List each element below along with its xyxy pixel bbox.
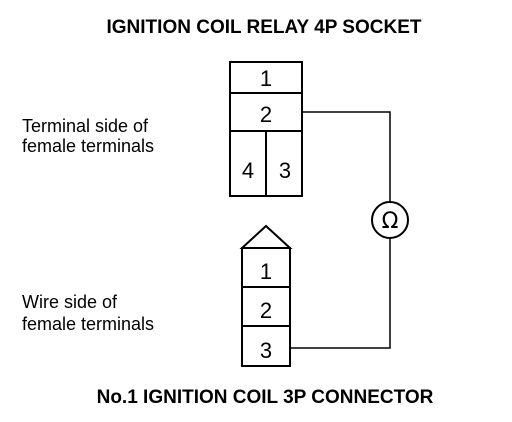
socket-terminal-1: 1 bbox=[260, 66, 272, 91]
connector-outline bbox=[241, 247, 291, 367]
socket-terminal-3: 3 bbox=[279, 158, 291, 183]
connector-side-label-line1: Wire side of bbox=[22, 292, 118, 312]
connector-title: No.1 IGNITION COIL 3P CONNECTOR bbox=[97, 387, 434, 408]
ohmmeter-icon: Ω bbox=[371, 201, 409, 239]
connector-terminal-2: 2 bbox=[260, 298, 272, 323]
connector-lock-tab bbox=[239, 224, 293, 249]
ohmmeter-circle bbox=[371, 201, 409, 239]
coil-3p-connector: 1 2 3 bbox=[239, 224, 293, 367]
socket-side-label-line1: Terminal side of bbox=[22, 116, 149, 136]
relay-4p-socket: 1 2 4 3 bbox=[229, 61, 303, 197]
socket-terminal-4: 4 bbox=[242, 158, 254, 183]
socket-side-label-line2: female terminals bbox=[22, 136, 154, 156]
connector-terminal-3: 3 bbox=[260, 338, 272, 363]
socket-terminal-2: 2 bbox=[260, 102, 272, 127]
connector-terminal-1: 1 bbox=[260, 259, 272, 284]
probe-wire-socket bbox=[302, 111, 391, 202]
socket-title: IGNITION COIL RELAY 4P SOCKET bbox=[107, 17, 422, 38]
connector-side-label-line2: female terminals bbox=[22, 314, 154, 334]
ohm-symbol: Ω bbox=[382, 209, 399, 234]
probe-wire-connector bbox=[290, 238, 391, 349]
